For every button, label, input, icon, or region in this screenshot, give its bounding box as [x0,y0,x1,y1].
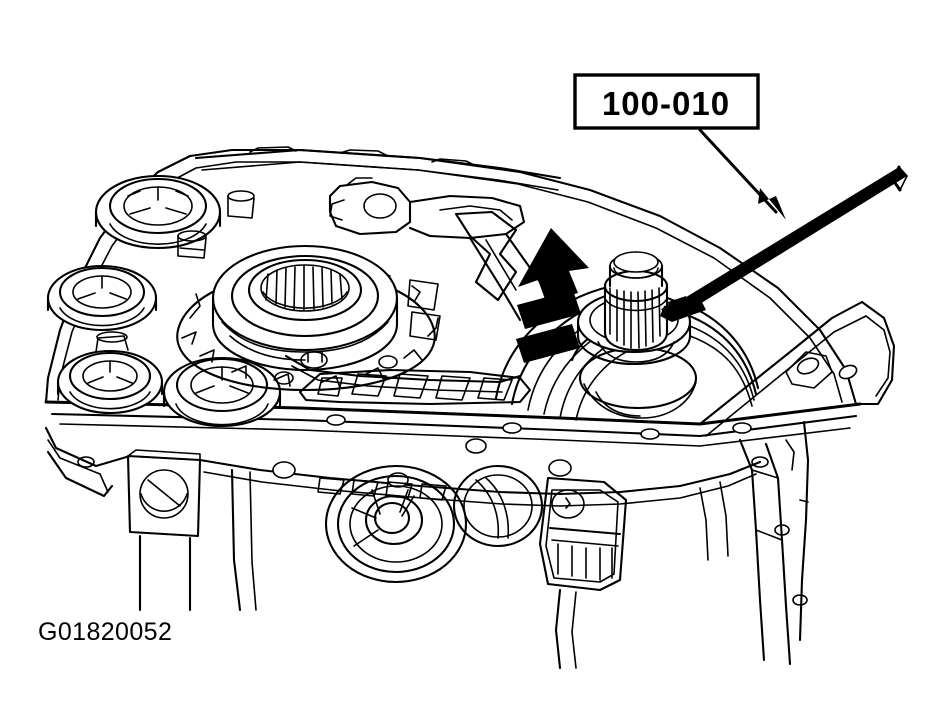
bolt-hole [640,428,660,440]
callout-100-010[interactable]: 100-010 [573,73,786,220]
finned-section [538,476,628,670]
bolt-hole [796,357,820,375]
small-boss [227,190,255,219]
callout-box [573,73,760,130]
bearing-bore-lower-left [56,331,164,415]
bearing-bore-upper-left [94,174,222,250]
special-tool-lever [661,165,908,318]
direction-of-movement-arrow [516,228,589,363]
bolt-hole [732,422,752,434]
bearing-bore-cluster [46,174,282,428]
mounting-boss-left [126,449,202,612]
bolt-hole [792,594,808,606]
figure-caption: G01820052 [38,618,173,646]
case-internal-ribs [274,177,562,406]
case-lower-skirt [44,420,810,670]
small-boss [177,230,207,259]
bearing-bore-left [46,264,158,332]
bearing-bore-lower-center [162,356,282,428]
bolt-hole [326,414,346,426]
callout-label: 100-010 [602,85,730,122]
splined-bearing-race [176,244,439,392]
bolt-hole [465,438,487,454]
bolt-hole [272,461,296,479]
case-right-side-rib [738,420,810,666]
spline-teeth [265,265,343,311]
callout-arrowhead [758,188,786,220]
lower-bore-large [324,464,468,584]
shaft-spline-teeth [609,287,661,349]
bolt-hole [502,422,522,434]
bolt-hole [838,364,858,380]
case-curved-baffles [494,284,760,421]
splined-shaft-hub [576,251,706,366]
bolt-hole [548,459,572,477]
lower-bore-medium [452,464,544,548]
valve-body-channel [274,351,532,406]
